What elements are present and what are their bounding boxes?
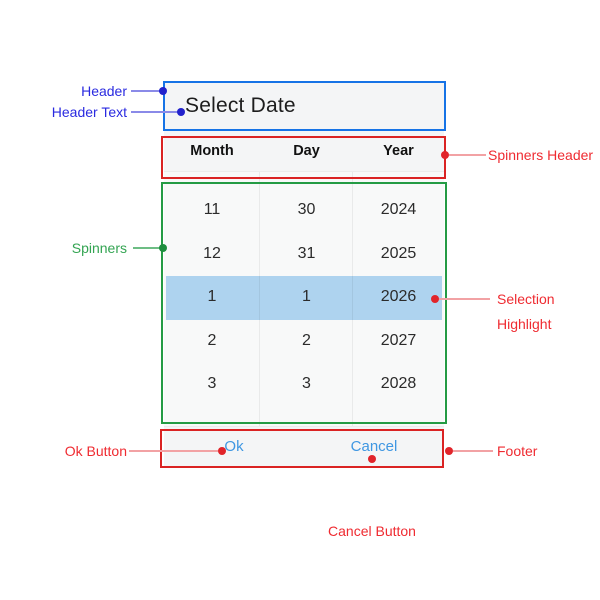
ok-button-connector-dot	[218, 447, 226, 455]
spinners-annotation-label: Spinners	[71, 240, 127, 256]
spinners-header-connector-dot	[441, 151, 449, 159]
day-option[interactable]: 30	[297, 201, 316, 218]
picker-header-text: Select Date	[185, 94, 296, 117]
month-option[interactable]: 11	[203, 201, 221, 218]
day-spinner[interactable]: 30 31 1 2 3	[260, 172, 353, 426]
footer-connector-dot	[445, 447, 453, 455]
spinners-header: Month Day Year	[164, 130, 444, 172]
year-column-header: Year	[383, 142, 414, 159]
selection-highlight-connector-dot	[431, 295, 439, 303]
spinners-connector-line	[133, 247, 160, 249]
spinners-connector-dot	[159, 244, 167, 252]
month-option-selected[interactable]: 1	[207, 288, 217, 306]
header-connector-line	[131, 90, 160, 92]
footer-annotation-label: Footer	[497, 443, 538, 459]
cancel-button-connector-dot	[368, 455, 376, 463]
picker-footer: Ok Cancel	[164, 426, 444, 466]
day-option[interactable]: 2	[302, 331, 311, 349]
footer-connector-line	[453, 450, 493, 452]
spinners: 11 12 1 2 3 30 31 1 2 3 2024 2025 2026	[164, 172, 444, 426]
year-option[interactable]: 2025	[380, 244, 417, 262]
column-divider	[352, 172, 353, 426]
month-option[interactable]: 2	[207, 331, 217, 349]
header-connector-dot	[159, 87, 167, 95]
day-option[interactable]: 3	[302, 375, 311, 393]
month-option[interactable]: 12	[203, 244, 221, 262]
date-picker-flyout: Select Date Month Day Year 11 12 1 2 3 3…	[164, 83, 444, 466]
header-annotation-label: Header	[81, 83, 127, 99]
header-text-annotation-label: Header Text	[51, 104, 127, 120]
header-text-connector-dot	[177, 108, 185, 116]
day-column-header: Day	[293, 142, 320, 159]
year-option-selected[interactable]: 2026	[380, 288, 417, 306]
selection-highlight-connector-line	[439, 298, 490, 300]
ok-button-annotation-label: Ok Button	[64, 443, 127, 459]
header-text-connector-line	[131, 111, 178, 113]
day-option[interactable]: 31	[297, 244, 316, 262]
day-option-selected[interactable]: 1	[302, 288, 311, 306]
column-divider	[259, 172, 260, 426]
year-option[interactable]: 2028	[380, 375, 417, 393]
month-option[interactable]: 3	[207, 375, 217, 393]
cancel-button[interactable]: Cancel	[350, 438, 398, 455]
year-option[interactable]: 2024	[380, 201, 417, 218]
year-spinner[interactable]: 2024 2025 2026 2027 2028	[353, 172, 444, 426]
spinners-header-connector-line	[449, 154, 486, 156]
selection-highlight	[166, 276, 442, 320]
ok-button-connector-line	[129, 450, 218, 452]
spinners-header-annotation-label: Spinners Header	[488, 147, 594, 163]
ok-button[interactable]: Ok	[224, 438, 244, 455]
selection-highlight-annotation-label: Selection Highlight	[497, 291, 555, 332]
month-spinner[interactable]: 11 12 1 2 3	[164, 172, 260, 426]
month-column-header: Month	[190, 142, 234, 159]
year-option[interactable]: 2027	[380, 331, 417, 349]
picker-header: Select Date	[164, 83, 444, 130]
cancel-button-annotation-label: Cancel Button	[328, 523, 416, 539]
